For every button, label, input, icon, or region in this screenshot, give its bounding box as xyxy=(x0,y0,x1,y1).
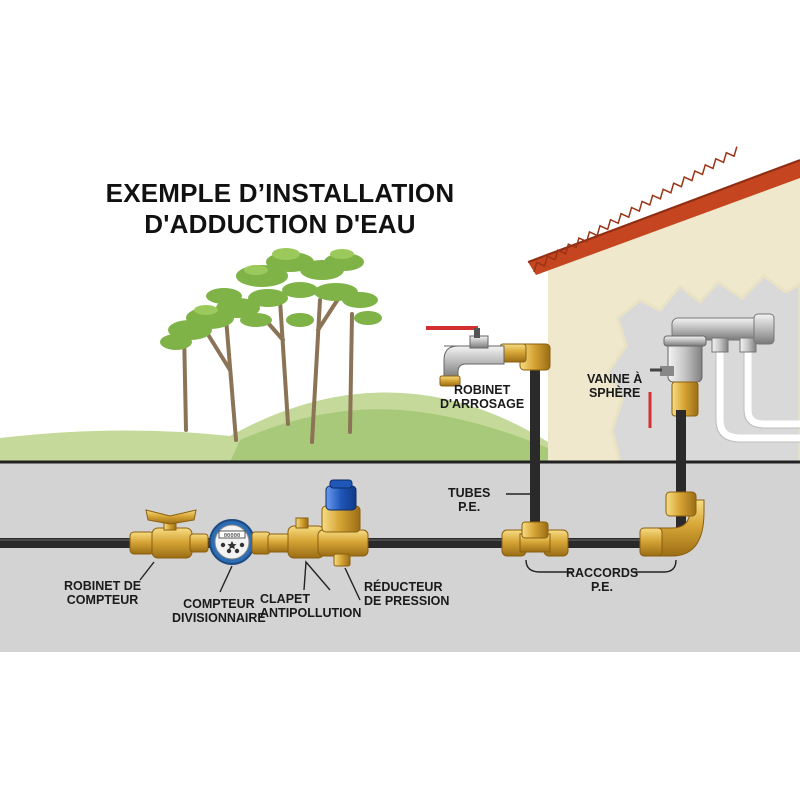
label-tubes-pe: TUBES P.E. xyxy=(448,486,491,514)
tap-body xyxy=(443,345,505,379)
meter-valve-handle xyxy=(145,509,197,525)
indoor-pipes xyxy=(716,334,800,442)
house xyxy=(527,146,800,464)
wall-cutaway xyxy=(606,274,800,464)
garden xyxy=(0,248,548,462)
label-reducteur-pression: RÉDUCTEUR DE PRESSION xyxy=(364,580,450,608)
diagram-title: EXEMPLE D’INSTALLATION D'ADDUCTION D'EAU xyxy=(60,178,500,240)
house-roof xyxy=(528,160,800,275)
label-compteur-divisionnaire: COMPTEUR DIVISIONNAIRE xyxy=(172,597,266,625)
leader-lines xyxy=(139,493,677,601)
title-line-2: D'ADDUCTION D'EAU xyxy=(144,209,416,239)
meter-display: 00000 xyxy=(224,533,241,539)
label-clapet-antipollution: CLAPET ANTIPOLLUTION xyxy=(260,592,362,620)
main-line-fittings xyxy=(129,479,705,567)
reducer-blue-cap xyxy=(325,485,357,511)
label-robinet-arrosage: ROBINET D'ARROSAGE xyxy=(440,383,525,411)
garden-tap xyxy=(426,326,551,387)
label-vanne-sphere: VANNE À SPHÈRE xyxy=(587,372,643,400)
title-line-1: EXEMPLE D’INSTALLATION xyxy=(105,178,455,208)
label-robinet-compteur: ROBINET DE COMPTEUR xyxy=(64,579,142,607)
label-raccords-pe: RACCORDS P.E. xyxy=(566,566,639,594)
trees xyxy=(160,248,382,444)
